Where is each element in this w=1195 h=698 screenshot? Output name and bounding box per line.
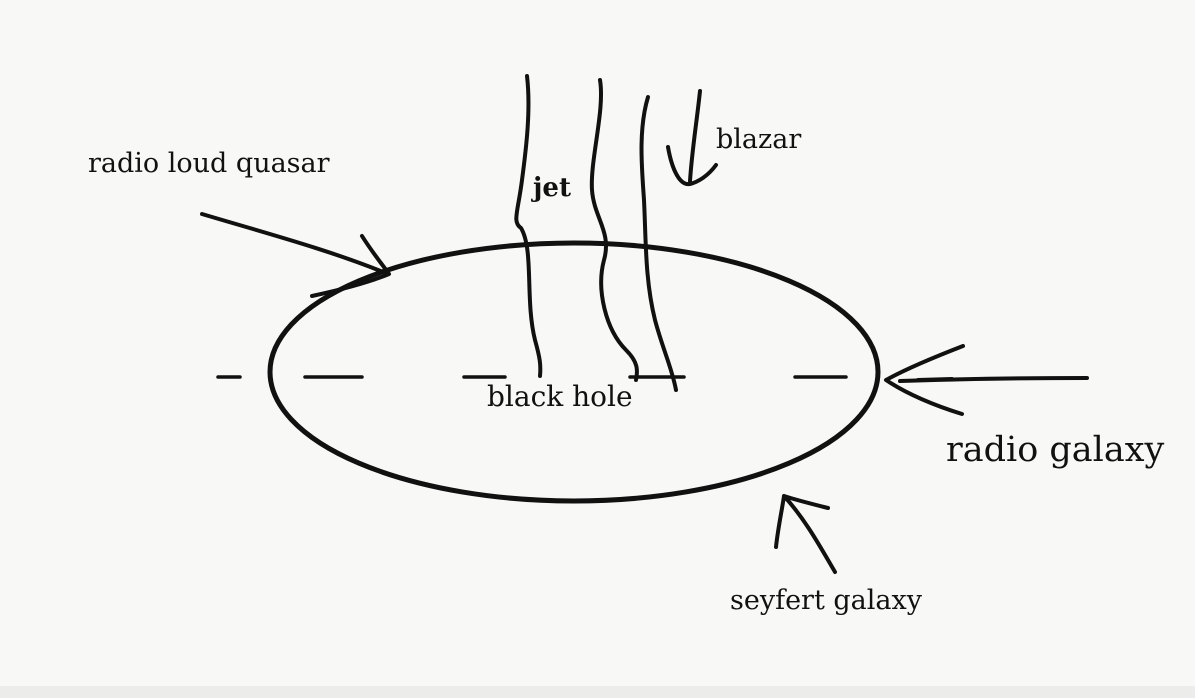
radio-galaxy-arrow (884, 344, 1089, 416)
jet-line-left (514, 74, 543, 378)
accretion-torus-ellipse (267, 240, 881, 504)
bottom-edge-strip (0, 686, 1195, 698)
jet-label: jet (533, 173, 571, 203)
jet-line-middle (589, 78, 639, 382)
radio-galaxy-label: radio galaxy (946, 430, 1165, 470)
jet-line-right (639, 95, 678, 392)
radio-loud-quasar-arrow (200, 212, 391, 298)
seyfert-galaxy-arrow (774, 494, 837, 574)
black-hole-label: black hole (487, 380, 633, 413)
blazar-arrow (666, 89, 718, 187)
seyfert-galaxy-label: seyfert galaxy (730, 585, 922, 616)
blazar-label: blazar (716, 124, 802, 155)
radio-loud-quasar-label: radio loud quasar (88, 148, 330, 179)
